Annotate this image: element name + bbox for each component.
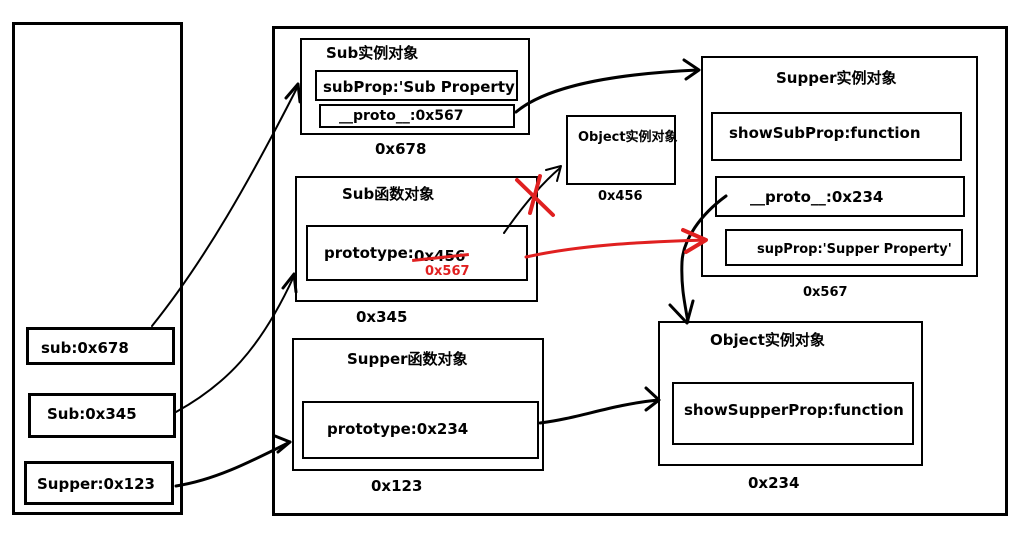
supper-proto-box: __proto__:0x234 — [715, 176, 965, 217]
object-456-box: Object实例对象 — [566, 115, 678, 185]
sub-function-title: Sub函数对象 — [342, 185, 435, 203]
sub-proto-box: __proto__:0x567 — [319, 104, 515, 128]
supper-prototype-box: prototype:0x234 — [302, 401, 539, 459]
sub-function-address: 0x345 — [356, 308, 408, 326]
stack-var-Supper-label: Supper:0x123 — [37, 475, 155, 493]
supprop-text: supProp:'Supper Property' — [757, 242, 952, 257]
stack-var-Sub: Sub:0x345 — [28, 393, 176, 438]
sub-prototype-box: prototype: 0x456 0x567 — [306, 225, 528, 281]
sub-prototype-old-value: 0x456 — [414, 247, 466, 265]
stack-var-sub: sub:0x678 — [26, 327, 175, 365]
object-456-address: 0x456 — [598, 189, 643, 204]
supper-prototype-text: prototype:0x234 — [327, 420, 469, 438]
supper-proto-text: __proto__:0x234 — [750, 188, 884, 206]
subprop-box: subProp:'Sub Property' — [315, 70, 520, 101]
supper-instance-address: 0x567 — [803, 285, 848, 300]
supper-function-title: Supper函数对象 — [347, 350, 468, 368]
showsupperprop-text: showSupperProp:function — [684, 401, 904, 419]
sub-instance-title: Sub实例对象 — [326, 44, 419, 62]
object-234-title: Object实例对象 — [710, 331, 825, 349]
showsubprop-text: showSubProp:function — [729, 124, 921, 142]
sub-prototype-label: prototype: — [324, 244, 414, 262]
subprop-text: subProp:'Sub Property' — [323, 78, 520, 96]
stack-region — [12, 22, 183, 515]
supprop-box: supProp:'Supper Property' — [725, 229, 963, 266]
sub-proto-text: __proto__:0x567 — [339, 108, 464, 124]
sub-instance-address: 0x678 — [375, 140, 427, 158]
supper-instance-title: Supper实例对象 — [776, 69, 897, 87]
showsupperprop-box: showSupperProp:function — [672, 382, 914, 445]
object-456-title: Object实例对象 — [578, 130, 678, 145]
stack-var-Supper: Supper:0x123 — [24, 461, 174, 505]
showsubprop-box: showSubProp:function — [711, 112, 962, 161]
supper-instance-box: Supper实例对象 — [701, 56, 978, 277]
supper-function-address: 0x123 — [371, 477, 423, 495]
stack-var-Sub-label: Sub:0x345 — [47, 405, 137, 423]
object-234-address: 0x234 — [748, 474, 800, 492]
stack-var-sub-label: sub:0x678 — [41, 339, 129, 357]
sub-prototype-new-value: 0x567 — [425, 264, 470, 279]
